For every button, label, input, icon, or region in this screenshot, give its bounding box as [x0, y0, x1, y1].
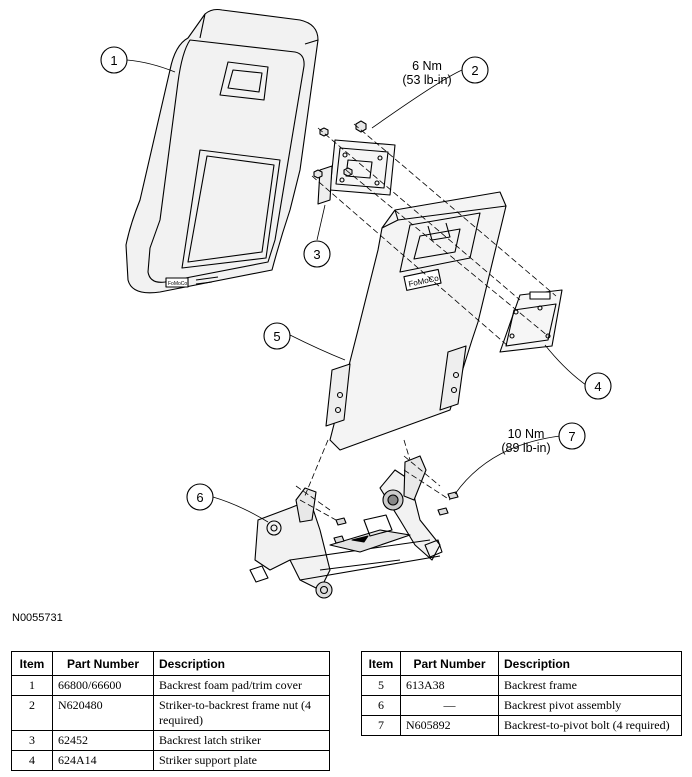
row-description: Backrest foam pad/trim cover	[153, 675, 330, 696]
figure-id: N0055731	[12, 612, 63, 624]
parts-table-left: Item Part Number Description 1 66800/666…	[11, 651, 330, 771]
header-part-number: Part Number	[52, 651, 154, 676]
row-description: Striker-to-backrest frame nut (4 require…	[153, 695, 330, 731]
torque-nut-lbin: (53 lb-in)	[402, 73, 451, 87]
backrest-foam-pad: FoMoCo	[125, 8, 319, 294]
header-part-number: Part Number	[400, 651, 499, 676]
callout-5: 5	[273, 329, 280, 344]
table-header-row: Item Part Number Description	[11, 651, 330, 676]
header-item: Item	[361, 651, 401, 676]
exploded-diagram: FoMoCo FoMoCo	[100, 8, 612, 599]
row-description: Striker support plate	[153, 750, 330, 771]
callout-1: 1	[110, 53, 117, 68]
row-item: 7	[361, 715, 401, 736]
backrest-pivot-assembly	[249, 455, 443, 599]
callout-6: 6	[196, 490, 203, 505]
row-item: 1	[11, 675, 53, 696]
row-part-number: 66800/66600	[52, 675, 154, 696]
row-item: 3	[11, 730, 53, 751]
row-part-number: N605892	[400, 715, 499, 736]
row-part-number: N620480	[52, 695, 154, 731]
row-item: 2	[11, 695, 53, 731]
callout-circles	[100, 46, 612, 511]
callout-7: 7	[568, 429, 575, 444]
row-item: 4	[11, 750, 53, 771]
row-description: Backrest frame	[498, 675, 682, 696]
header-description: Description	[153, 651, 330, 676]
backrest-latch-striker	[317, 139, 396, 205]
header-description: Description	[498, 651, 682, 676]
row-part-number: 62452	[52, 730, 154, 751]
pivot-bolts	[333, 491, 459, 544]
table-row: 1 66800/66600 Backrest foam pad/trim cov…	[11, 675, 330, 696]
row-item: 6	[361, 695, 401, 716]
table-row: 5 613A38 Backrest frame	[361, 675, 682, 696]
callout-2: 2	[471, 63, 478, 78]
leader-lines	[126, 59, 587, 523]
torque-nut-nm: 6 Nm	[412, 59, 442, 73]
row-description: Backrest-to-pivot bolt (4 required)	[498, 715, 682, 736]
torque-bolt-lbin: (89 lb-in)	[501, 441, 550, 455]
row-part-number: 624A14	[52, 750, 154, 771]
striker-support-plate	[499, 289, 563, 353]
table-row: 7 N605892 Backrest-to-pivot bolt (4 requ…	[361, 715, 682, 736]
row-part-number: —	[400, 695, 499, 716]
torque-bolt-nm: 10 Nm	[508, 427, 545, 441]
row-description: Backrest latch striker	[153, 730, 330, 751]
parts-table-right: Item Part Number Description 5 613A38 Ba…	[361, 651, 682, 736]
row-part-number: 613A38	[400, 675, 499, 696]
foam-pad-brand-label: FoMoCo	[168, 281, 187, 287]
backrest-frame: FoMoCo	[325, 191, 507, 451]
row-description: Backrest pivot assembly	[498, 695, 682, 716]
row-item: 5	[361, 675, 401, 696]
table-header-row: Item Part Number Description	[361, 651, 682, 676]
callout-4: 4	[594, 379, 601, 394]
table-row: 6 — Backrest pivot assembly	[361, 695, 682, 716]
header-item: Item	[11, 651, 53, 676]
table-row: 4 624A14 Striker support plate	[11, 750, 330, 771]
table-row: 2 N620480 Striker-to-backrest frame nut …	[11, 695, 330, 731]
table-row: 3 62452 Backrest latch striker	[11, 730, 330, 751]
alignment-lines	[295, 123, 557, 521]
callout-3: 3	[313, 247, 320, 262]
